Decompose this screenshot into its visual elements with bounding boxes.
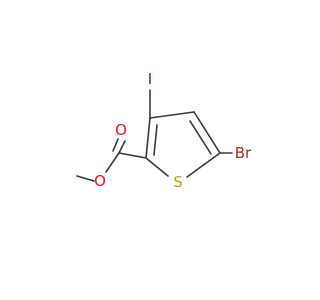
atom-sulfur: S bbox=[173, 173, 183, 191]
bond-carbonyl-oxygen-inner bbox=[112, 138, 119, 152]
bond-c5-sulfur bbox=[186, 152, 221, 178]
atom-ester-oxygen: O bbox=[94, 172, 106, 190]
bond-c2-c3-inner bbox=[153, 124, 158, 156]
bond-c4-c5 bbox=[193, 111, 221, 154]
bond-c2-c3 bbox=[145, 117, 151, 159]
bond-ester-oxygen-methyl bbox=[76, 175, 95, 182]
molecule-structure: I Br S O O bbox=[76, 70, 252, 191]
bond-sulfur-c2 bbox=[145, 157, 169, 177]
bond-c4-c5-inner bbox=[189, 120, 212, 155]
atom-iodine: I bbox=[148, 70, 152, 88]
atom-bromine: Br bbox=[235, 144, 252, 162]
bond-carbonyl-oxygen bbox=[118, 140, 126, 154]
bond-c3-c4 bbox=[149, 111, 195, 119]
atom-carbonyl-oxygen: O bbox=[115, 121, 127, 139]
atom-labels: I Br S O O bbox=[94, 70, 252, 191]
bonds bbox=[76, 89, 233, 182]
bond-carbonyl-ester-oxygen bbox=[105, 152, 120, 173]
bond-c2-carbonyl-carbon bbox=[118, 152, 147, 159]
